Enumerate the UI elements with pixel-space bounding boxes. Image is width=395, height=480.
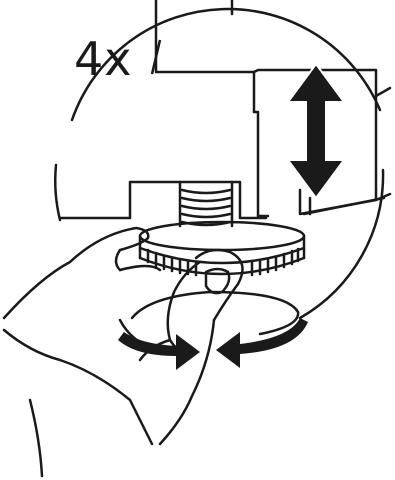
detail-circle-left-arc [55,165,60,220]
hand-icon [4,228,243,476]
vertical-adjustment-arrow-icon [288,64,344,198]
adjustable-foot-icon [132,222,304,334]
quantity-label: 4x [74,36,133,82]
threaded-stem [180,182,232,226]
